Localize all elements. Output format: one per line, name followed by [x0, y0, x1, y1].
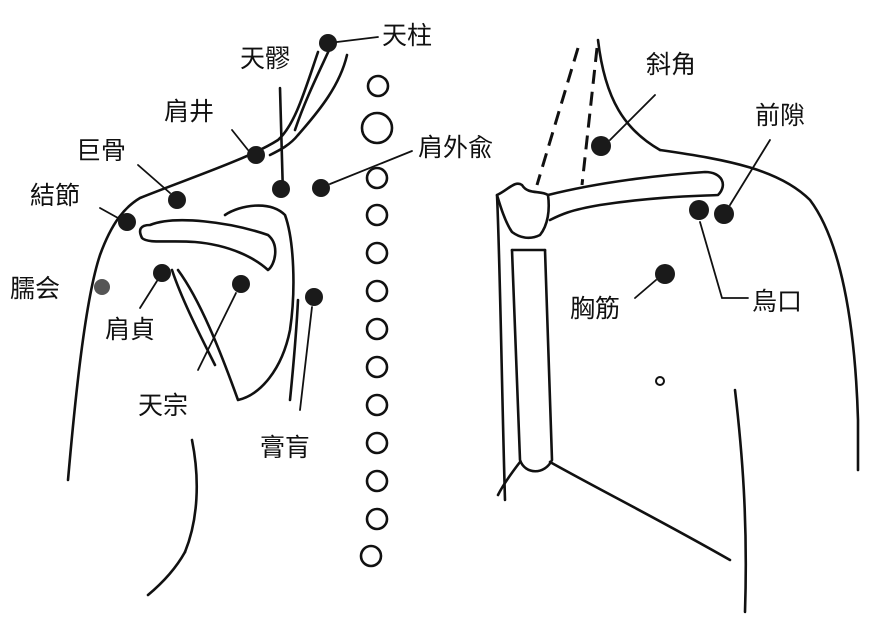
leader-tenso [198, 293, 236, 370]
front-view-figure: 斜角 前隙 胸筋 烏口 [497, 40, 858, 612]
leader-ketsusetsu [100, 208, 118, 218]
scapula-lateral-edge [172, 270, 215, 365]
scalene-dashed-back [582, 48, 597, 185]
label-tenryo: 天髎 [240, 44, 290, 73]
point-kensei [247, 146, 265, 164]
torso-lower-left [498, 462, 520, 495]
torso-left-edge [497, 195, 505, 500]
point-tenchu [319, 34, 337, 52]
scapula-body [178, 206, 293, 400]
label-uko: 烏口 [752, 287, 802, 316]
leader-uko [700, 222, 748, 298]
label-zengeki: 前隙 [755, 101, 805, 130]
point-uko [689, 200, 709, 220]
sternum-body [512, 250, 552, 471]
spine-vertebrae [361, 76, 392, 566]
label-shakaku: 斜角 [646, 50, 696, 79]
point-kyokin [655, 264, 675, 284]
vertebra-circle [367, 205, 387, 225]
label-tenchu: 天柱 [382, 21, 432, 50]
leader-shakaku [610, 95, 655, 140]
label-tenso: 天宗 [138, 391, 188, 420]
vertebra-circle [368, 76, 388, 96]
leader-kyokin [635, 280, 656, 298]
point-tenso [232, 275, 250, 293]
back-line-lower-2 [148, 552, 185, 595]
leader-kentei [140, 281, 157, 308]
vertebra-circle [361, 546, 381, 566]
vertebra-circle [367, 357, 387, 377]
label-kentei: 肩貞 [105, 315, 155, 344]
back-line-lower [185, 440, 197, 552]
vertebra-circle [367, 395, 387, 415]
vertebra-circle [367, 319, 387, 339]
leader-kensei [232, 130, 248, 150]
scapula-spine [140, 220, 275, 270]
point-kokotsu [168, 191, 186, 209]
vertebra-circle [367, 243, 387, 263]
label-kengaiyu: 肩外兪 [418, 133, 493, 162]
label-ketsusetsu: 結節 [30, 181, 80, 210]
vertebra-circle [367, 433, 387, 453]
torso-lower-curve [550, 462, 730, 560]
label-kokotsu: 巨骨 [76, 136, 126, 165]
point-shakaku [591, 136, 611, 156]
point-kentei [153, 264, 171, 282]
label-jue: 臑会 [10, 274, 60, 303]
label-kyokin: 胸筋 [570, 294, 620, 323]
point-zengeki [714, 204, 734, 224]
arm-inner-line [735, 390, 746, 612]
sternum-manubrium [497, 184, 549, 238]
point-ketsusetsu [118, 213, 136, 231]
vertebra-circle [362, 113, 392, 143]
neck-inner-curve [270, 135, 298, 155]
leader-tenchu [337, 37, 378, 42]
point-jue [94, 279, 110, 295]
vertebra-circle [367, 509, 387, 529]
back-view-figure: 天柱 天髎 肩井 巨骨 肩外兪 結節 臑会 肩貞 天宗 膏肓 [10, 21, 493, 595]
point-koko [305, 288, 323, 306]
navel-mark [656, 377, 664, 385]
scalene-dashed-front [537, 48, 578, 185]
tenryo-line [280, 88, 283, 195]
point-kengaiyu [312, 179, 330, 197]
vertebra-circle [367, 168, 387, 188]
leader-koko [300, 307, 312, 410]
label-kensei: 肩井 [164, 97, 214, 126]
vertebra-circle [367, 471, 387, 491]
vertebra-circle [367, 281, 387, 301]
leader-kokotsu [138, 165, 170, 193]
point-tenryo [272, 180, 290, 198]
label-koko: 膏肓 [260, 433, 310, 462]
